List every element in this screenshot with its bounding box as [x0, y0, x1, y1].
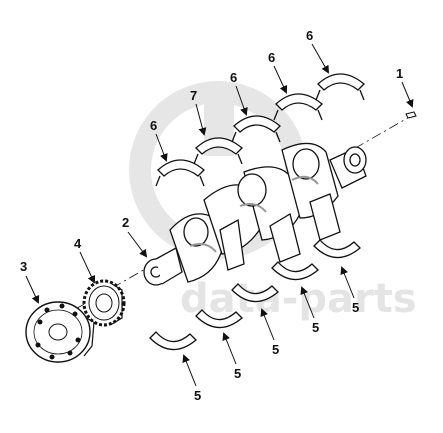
lower-bearing-shells: [149, 239, 361, 351]
watermark-text: data-parts: [180, 276, 417, 322]
svg-text:5: 5: [312, 320, 319, 335]
callout-6c: 6: [268, 50, 288, 94]
svg-text:2: 2: [122, 215, 129, 230]
callout-6a: 6: [150, 118, 168, 162]
callout-2: 2: [122, 215, 148, 258]
callout-5b: 5: [222, 332, 241, 381]
svg-text:6: 6: [230, 70, 237, 85]
svg-text:3: 3: [20, 259, 27, 274]
svg-text:5: 5: [194, 388, 201, 403]
svg-text:5: 5: [234, 366, 241, 381]
svg-text:6: 6: [150, 118, 157, 133]
flange-plate: [25, 301, 95, 363]
crankshaft-key: [405, 111, 417, 119]
svg-text:4: 4: [74, 236, 82, 251]
svg-text:6: 6: [268, 50, 275, 65]
callout-3: 3: [20, 259, 40, 304]
callout-5d: 5: [300, 286, 319, 335]
svg-text:5: 5: [352, 300, 359, 315]
crankshaft: [143, 142, 367, 286]
svg-text:7: 7: [190, 88, 197, 103]
callout-5c: 5: [260, 308, 279, 357]
callout-5a: 5: [182, 354, 201, 403]
callout-6b: 6: [230, 70, 248, 116]
crankshaft-gear: [82, 279, 126, 327]
svg-text:1: 1: [396, 66, 403, 81]
upper-bearing-shells: [155, 73, 365, 187]
callout-1: 1: [396, 66, 414, 108]
callout-6d: 6: [306, 28, 329, 74]
svg-text:6: 6: [306, 28, 313, 43]
callout-7: 7: [190, 88, 207, 136]
svg-text:5: 5: [272, 342, 279, 357]
callout-4: 4: [74, 236, 96, 284]
callout-5e: 5: [340, 266, 359, 315]
